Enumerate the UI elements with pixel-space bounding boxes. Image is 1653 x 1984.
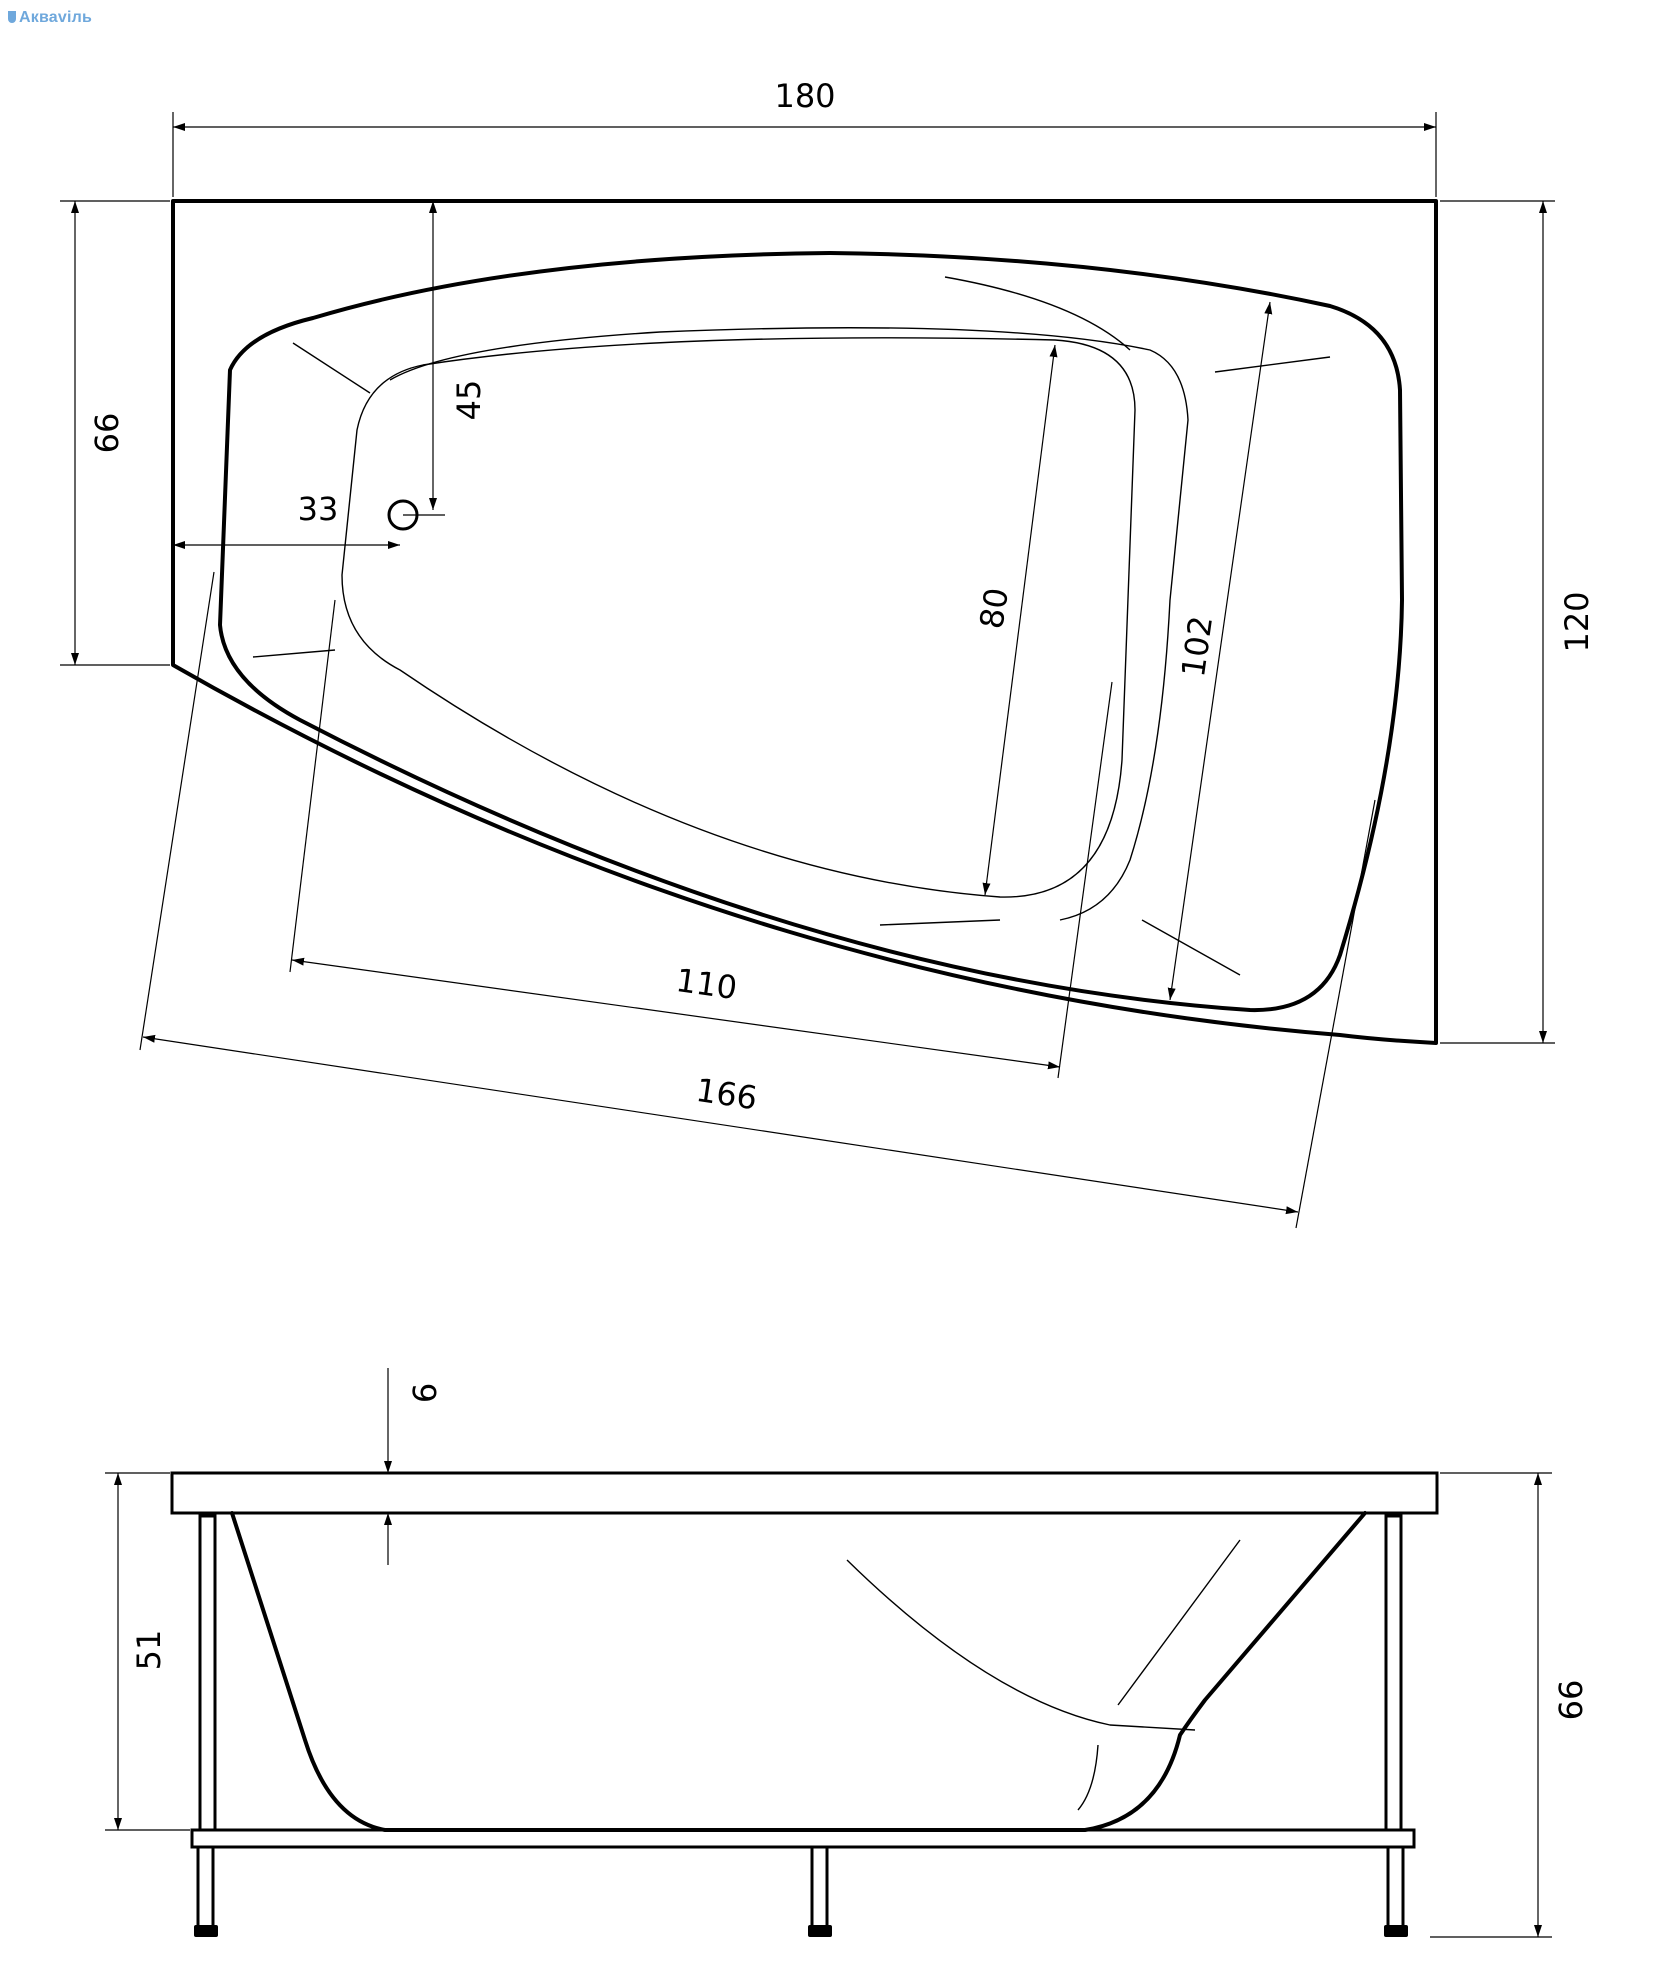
dim-drain-from-back: 45 — [450, 380, 488, 421]
base-frame — [190, 1828, 1416, 1849]
dim-bowl-depth: 51 — [130, 1630, 168, 1671]
foot-right — [1384, 1925, 1408, 1937]
rim — [170, 1471, 1439, 1515]
bowl-rim — [218, 251, 1404, 1013]
dim-short-side: 66 — [88, 413, 126, 454]
leg-left — [196, 1845, 215, 1929]
dim-overall-width: 120 — [1558, 591, 1596, 652]
deck-outline — [171, 199, 1438, 1045]
frame-post-right — [1384, 1514, 1403, 1832]
dim-rim-thickness: 6 — [406, 1383, 444, 1403]
water-drop-icon — [8, 11, 16, 23]
contour-line-6 — [879, 919, 1001, 926]
inner-basin — [341, 337, 1136, 898]
dim-inner-length: 110 — [674, 961, 740, 1007]
leg-right — [1386, 1845, 1405, 1929]
dim-outer-width: 102 — [1174, 614, 1220, 680]
basin-contour — [389, 327, 1189, 921]
foot-left — [194, 1925, 218, 1937]
side-bowl — [230, 1511, 1367, 1832]
contour-line-5 — [1141, 919, 1241, 976]
side-view: 6 51 66 — [105, 1368, 1590, 1938]
top-view: 180 66 120 45 33 80 102 110 166 — [60, 77, 1596, 1229]
dim-drain-from-side: 33 — [298, 490, 339, 528]
seat-line-3 — [1077, 1744, 1099, 1811]
brand-name: Акваviль — [19, 9, 93, 26]
contour-line-3 — [252, 649, 336, 658]
contour-line-4 — [1214, 356, 1331, 373]
leg-middle — [810, 1845, 829, 1929]
brand-logo: Акваviль — [8, 9, 92, 27]
foot-middle — [808, 1925, 832, 1937]
dim-total-height: 66 — [1552, 1680, 1590, 1721]
contour-line-1 — [944, 276, 1131, 351]
dim-inner-width: 80 — [972, 585, 1016, 631]
seat-line-1 — [846, 1559, 1196, 1731]
frame-post-left — [198, 1514, 217, 1832]
seat-line-2 — [1117, 1539, 1241, 1706]
dim-outer-length: 166 — [694, 1071, 760, 1118]
dim-overall-length: 180 — [774, 77, 835, 115]
contour-line-2 — [292, 342, 371, 394]
